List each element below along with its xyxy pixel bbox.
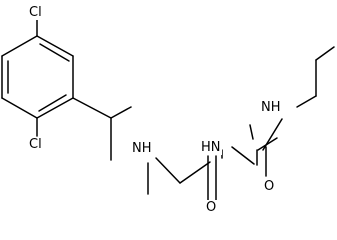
atom-cl-top: Cl [28,5,43,20]
bond [36,35,74,57]
bond [39,43,70,62]
atom-o-amide: O [205,200,218,215]
bond [1,97,38,119]
molecule-diagram: Cl Cl NH HN NH O O [1,5,335,215]
bond [315,46,335,61]
bond [72,97,112,119]
bond [249,124,254,140]
bond-layer [1,19,335,202]
atom-nh-imide: HN [200,140,222,155]
atom-nh-ethyl: NH [260,100,282,115]
atom-nh-amine: NH [131,141,153,156]
bond [38,94,67,112]
bond [231,146,255,165]
bond [262,118,283,151]
bond [179,161,211,184]
bond [110,106,132,119]
bond [1,35,38,57]
atom-o-urea: O [263,179,276,194]
bond [155,157,181,184]
atom-cl-left: Cl [28,137,43,152]
bond [36,97,74,119]
bond [296,95,317,108]
